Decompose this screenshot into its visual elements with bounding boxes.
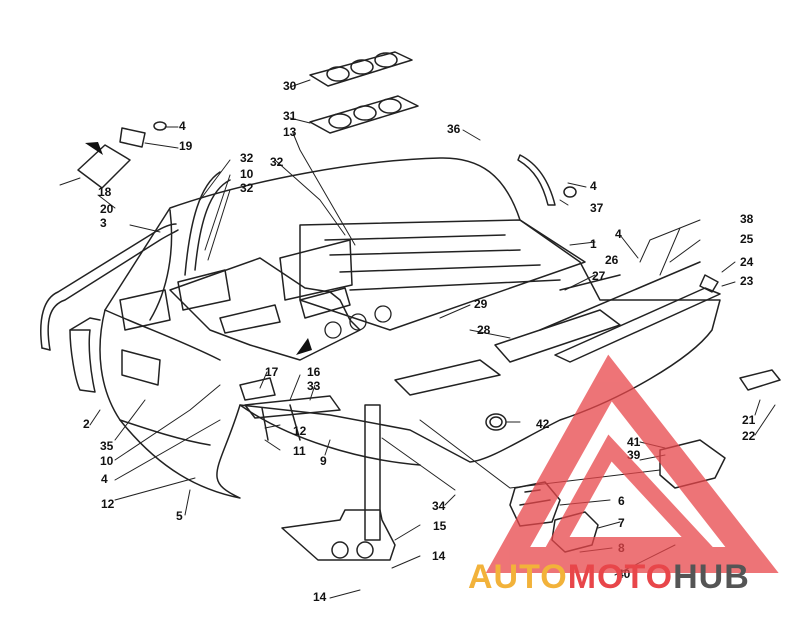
callout-27: 27 — [592, 269, 606, 283]
callout-12: 12 — [101, 497, 115, 511]
windshield-trim — [40, 223, 179, 351]
lower-bracket — [239, 377, 341, 441]
gauge-holes — [324, 305, 392, 339]
grommet-42 — [485, 413, 507, 431]
center-plate — [494, 274, 621, 363]
callout-32: 32 — [240, 181, 254, 195]
callout-13: 13 — [283, 125, 297, 139]
callout-20: 20 — [100, 202, 114, 216]
callout-16: 16 — [307, 365, 321, 379]
callout-21: 21 — [742, 413, 756, 427]
callout-31: 31 — [283, 109, 297, 123]
dash-panel — [119, 171, 361, 386]
callout-28: 28 — [477, 323, 491, 337]
callout-4: 4 — [101, 472, 108, 486]
callout-1: 1 — [590, 237, 597, 251]
callout-4: 4 — [590, 179, 597, 193]
callout-14: 14 — [313, 590, 327, 604]
callout-24: 24 — [740, 255, 754, 269]
callout-2: 2 — [83, 417, 90, 431]
leader-lines — [59, 79, 776, 599]
callout-32: 32 — [270, 155, 284, 169]
callout-4: 4 — [615, 227, 622, 241]
callout-12: 12 — [293, 424, 307, 438]
decal-21 — [739, 369, 781, 391]
bracket-upper-left — [77, 121, 167, 189]
callout-15: 15 — [433, 519, 447, 533]
callout-36: 36 — [447, 122, 461, 136]
steering-post — [364, 359, 501, 541]
callout-4: 4 — [179, 119, 186, 133]
watermark-text: AUTOMOTOHUB — [468, 558, 750, 596]
callout-26: 26 — [605, 253, 619, 267]
callout-7: 7 — [618, 516, 625, 530]
watermark — [485, 354, 779, 573]
watermark-part-moto: MOTO — [568, 558, 673, 596]
callout-37: 37 — [590, 201, 604, 215]
right-rail — [539, 261, 721, 363]
callout-3: 3 — [100, 216, 107, 230]
callout-11: 11 — [293, 444, 306, 458]
callout-41: 41 — [627, 435, 641, 449]
callout-32: 32 — [240, 151, 254, 165]
gauge-plate-31 — [309, 95, 419, 134]
rear-trim — [517, 154, 577, 206]
callout-38: 38 — [740, 212, 754, 226]
callout-19: 19 — [179, 139, 193, 153]
callout-5: 5 — [176, 509, 183, 523]
mount-bracket-39 — [659, 439, 726, 489]
callout-42: 42 — [536, 417, 550, 431]
callout-14: 14 — [432, 549, 446, 563]
watermark-part-hub: HUB — [673, 558, 750, 596]
callout-33: 33 — [307, 379, 321, 393]
callout-25: 25 — [740, 232, 754, 246]
callout-9: 9 — [320, 454, 327, 468]
callout-22: 22 — [742, 429, 756, 443]
callout-34: 34 — [432, 499, 446, 513]
callout-10: 10 — [100, 454, 114, 468]
floor-plate-15 — [281, 509, 396, 561]
gauge-plate-30 — [309, 51, 413, 87]
hood-body — [99, 157, 721, 499]
callout-30: 30 — [283, 79, 297, 93]
callout-35: 35 — [100, 439, 114, 453]
callout-29: 29 — [474, 297, 488, 311]
callout-10: 10 — [240, 167, 254, 181]
direction-arrows — [85, 142, 312, 355]
callout-17: 17 — [265, 365, 279, 379]
callout-18: 18 — [98, 185, 112, 199]
callout-6: 6 — [618, 494, 625, 508]
svg-text:AUTOMOTOHUB: AUTOMOTOHUB — [468, 558, 750, 596]
callout-23: 23 — [740, 274, 754, 288]
side-trim — [69, 317, 101, 393]
watermark-part-auto: AUTO — [468, 558, 568, 596]
